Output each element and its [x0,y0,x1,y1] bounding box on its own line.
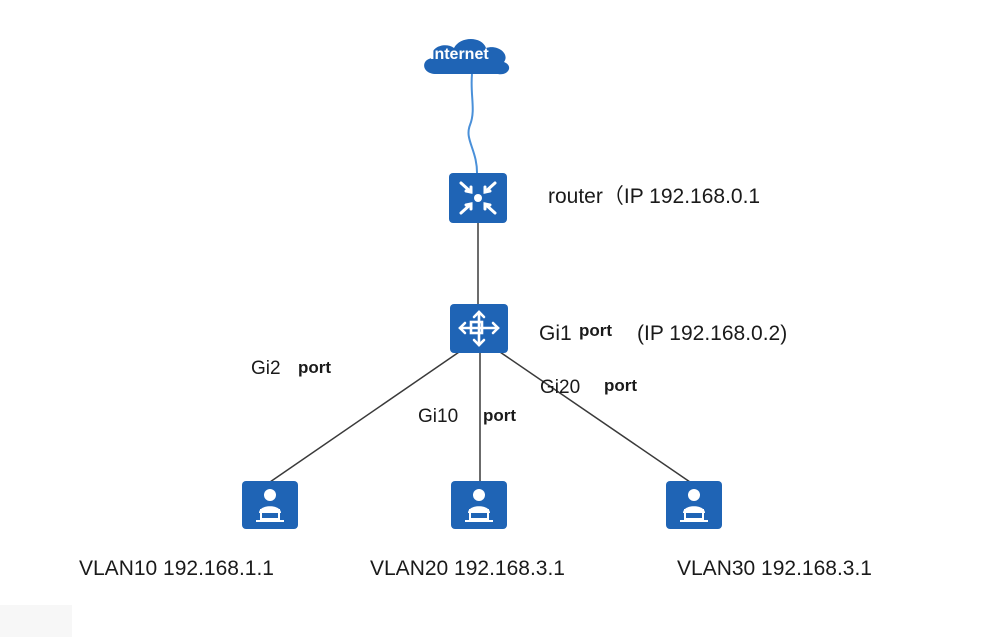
host-vlan10-label: VLAN10 192.168.1.1 [79,557,274,580]
host-vlan20 [451,481,507,529]
corner-shade [0,605,72,637]
user-workstation-icon [256,489,284,522]
gi1-port-ip: (IP 192.168.0.2) [637,322,788,345]
switch-node [450,304,508,353]
gi1-port-prefix: Gi1 [539,322,572,345]
router-icon [459,181,497,215]
switch-vlan30-link [496,349,691,483]
internet-cloud: Internet [416,34,514,78]
internet-label: Internet [430,46,489,63]
gi20-port-prefix: Gi20 [540,377,581,398]
gi10-port-word: port [483,406,517,425]
switch-icon [458,310,500,347]
gi10-port-prefix: Gi10 [418,406,459,427]
host-vlan30-label: VLAN30 192.168.3.1 [677,557,872,580]
host-vlan30 [666,481,722,529]
cloud-icon [424,39,510,75]
gi2-port-word: port [298,358,332,377]
user-workstation-icon [680,489,708,522]
gi20-port-word: port [604,376,638,395]
gi1-port-word: port [579,321,613,340]
host-vlan20-label: VLAN20 192.168.3.1 [370,557,565,580]
host-vlan10 [242,481,298,529]
user-workstation-icon [465,489,493,522]
switch-vlan10-link [269,349,463,483]
router-label: router（IP 192.168.0.1 [548,185,761,208]
gi2-port-prefix: Gi2 [251,358,281,379]
router-node [449,173,507,223]
internet-cable [467,73,479,177]
